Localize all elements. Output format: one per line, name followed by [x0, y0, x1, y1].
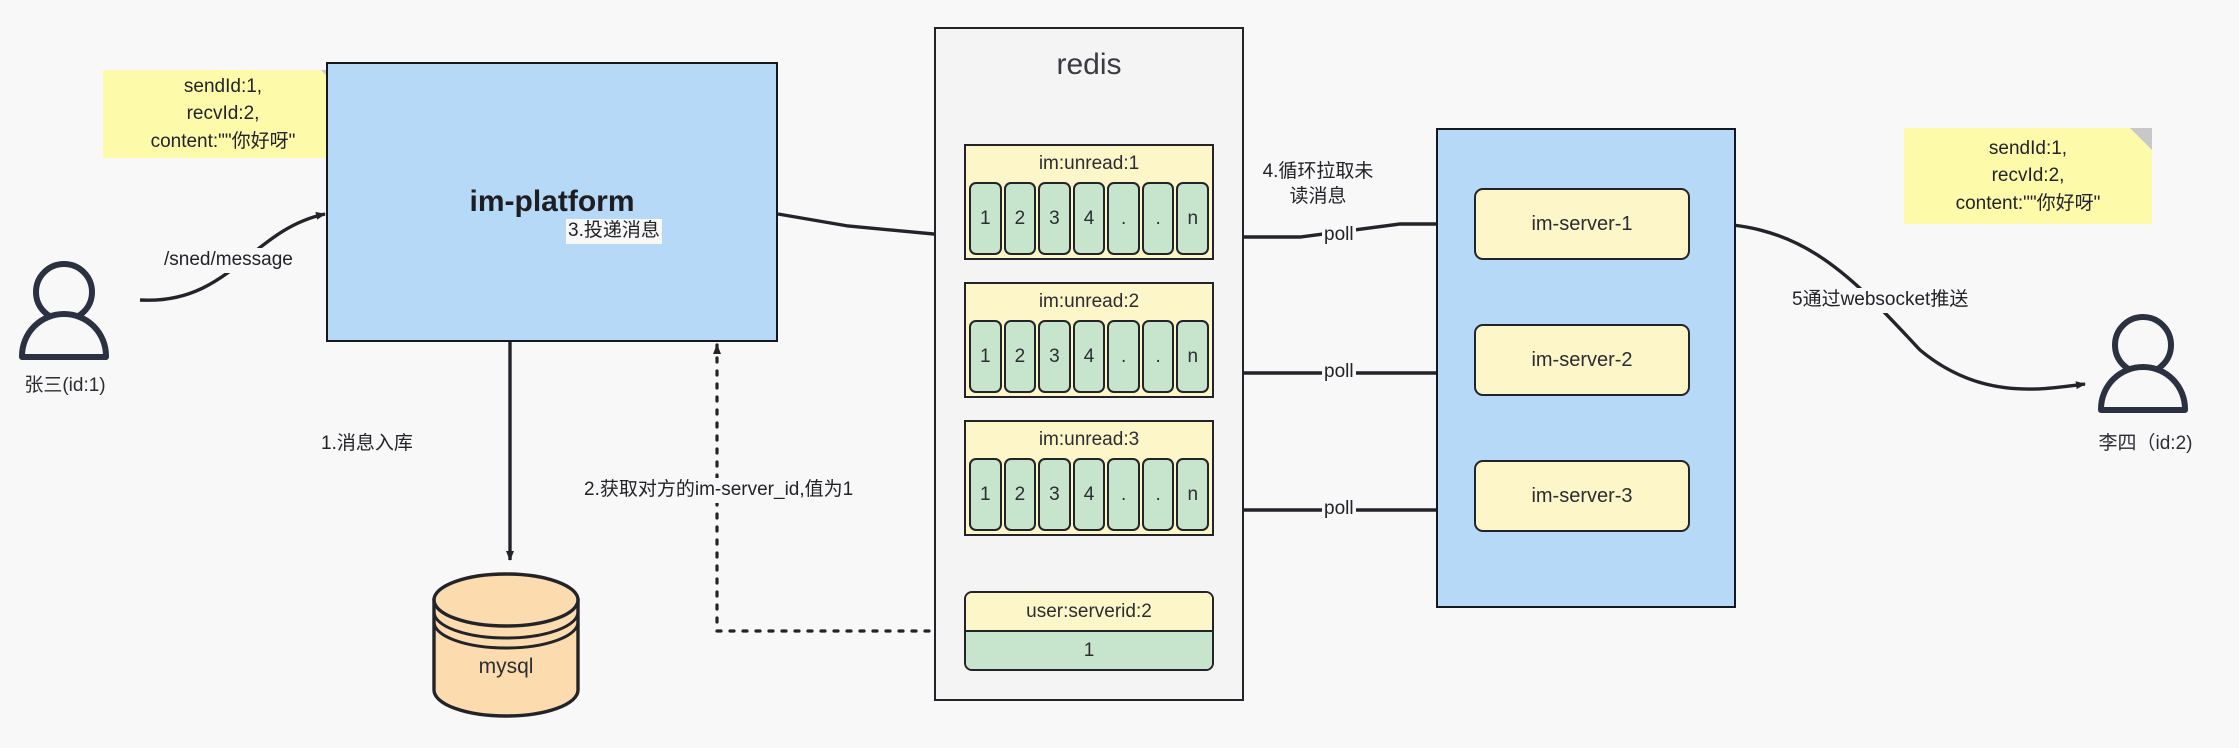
queue-cell: .: [1107, 320, 1140, 393]
actor-receiver-icon: [2098, 314, 2188, 413]
actor-sender-icon: [19, 261, 109, 360]
queue-cell: .: [1107, 182, 1140, 255]
edge-label-step5: 5通过websocket推送: [1790, 288, 1971, 313]
im-platform-label: im-platform: [469, 185, 635, 218]
edge-step5-websocket: [1689, 221, 2086, 391]
queue-cell: n: [1176, 458, 1210, 531]
queue-1-cells: 1 2 3 4 . . n: [966, 182, 1212, 258]
queue-3-key: im:unread:3: [966, 422, 1212, 458]
im-server-1-label: im-server-1: [1531, 212, 1633, 235]
note-left: sendId:1, recvId:2, content:""你好呀": [103, 70, 343, 158]
note-right: sendId:1, recvId:2, content:""你好呀": [1904, 128, 2152, 224]
kv-user-serverid: user:serverid:2 1: [964, 591, 1214, 671]
node-im-platform[interactable]: im-platform: [326, 62, 778, 342]
node-im-server-3[interactable]: im-server-3: [1474, 460, 1690, 532]
queue-cell: 4: [1072, 458, 1106, 531]
edge-label-send-message: /sned/message: [162, 248, 295, 273]
node-im-server-1[interactable]: im-server-1: [1474, 188, 1690, 260]
actor-receiver-label: 李四（id:2): [2098, 433, 2193, 454]
queue-cell: 3: [1038, 182, 1071, 255]
queue-cell: 3: [1038, 458, 1071, 531]
note-left-text: sendId:1, recvId:2, content:""你好呀": [150, 75, 296, 152]
note-fold-icon: [2130, 128, 2152, 150]
kv-value: 1: [966, 630, 1212, 669]
edge-label-step4: 4.循环拉取未读消息: [1252, 160, 1384, 210]
node-im-server-2[interactable]: im-server-2: [1474, 324, 1690, 396]
edge-label-poll-2: poll: [1322, 360, 1356, 385]
queue-cell: .: [1107, 458, 1140, 531]
queue-im-unread-1: im:unread:1 1 2 3 4 . . n: [964, 144, 1214, 260]
edge-label-poll-3: poll: [1322, 497, 1356, 522]
queue-cell: n: [1176, 320, 1210, 393]
redis-title: redis: [1056, 48, 1122, 81]
queue-cell: .: [1141, 320, 1175, 393]
database-mysql-label: mysql: [478, 655, 534, 678]
edge-step2-dotted: [713, 343, 957, 633]
queue-cell: 3: [1038, 320, 1071, 393]
queue-1-key: im:unread:1: [966, 146, 1212, 182]
database-mysql-icon: [432, 572, 580, 718]
im-server-3-label: im-server-3: [1531, 484, 1633, 507]
queue-2-key: im:unread:2: [966, 284, 1212, 320]
queue-im-unread-3: im:unread:3 1 2 3 4 . . n: [964, 420, 1214, 536]
queue-cell: n: [1176, 182, 1210, 255]
edge-step3-to-redis: [777, 212, 956, 240]
queue-cell: 4: [1072, 320, 1106, 393]
edge-label-step2: 2.获取对方的im-server_id,值为1: [582, 478, 856, 503]
queue-cell: 1: [969, 182, 1002, 255]
edge-label-step3: 3.投递消息: [566, 219, 662, 244]
queue-cell: .: [1141, 458, 1175, 531]
edge-label-poll-1: poll: [1322, 223, 1356, 248]
queue-cell: 4: [1072, 182, 1106, 255]
im-server-2-label: im-server-2: [1531, 348, 1633, 371]
queue-cell: .: [1141, 182, 1175, 255]
queue-2-cells: 1 2 3 4 . . n: [966, 320, 1212, 396]
queue-cell: 1: [969, 458, 1002, 531]
queue-cell: 2: [1003, 458, 1037, 531]
queue-cell: 1: [969, 320, 1002, 393]
queue-cell: 2: [1003, 182, 1037, 255]
kv-key: user:serverid:2: [966, 593, 1212, 630]
queue-im-unread-2: im:unread:2 1 2 3 4 . . n: [964, 282, 1214, 398]
queue-3-cells: 1 2 3 4 . . n: [966, 458, 1212, 534]
queue-cell: 2: [1003, 320, 1037, 393]
edge-label-step1: 1.消息入库: [319, 432, 415, 457]
actor-sender-label: 张三(id:1): [24, 375, 106, 396]
note-right-text: sendId:1, recvId:2, content:""你好呀": [1955, 137, 2101, 214]
